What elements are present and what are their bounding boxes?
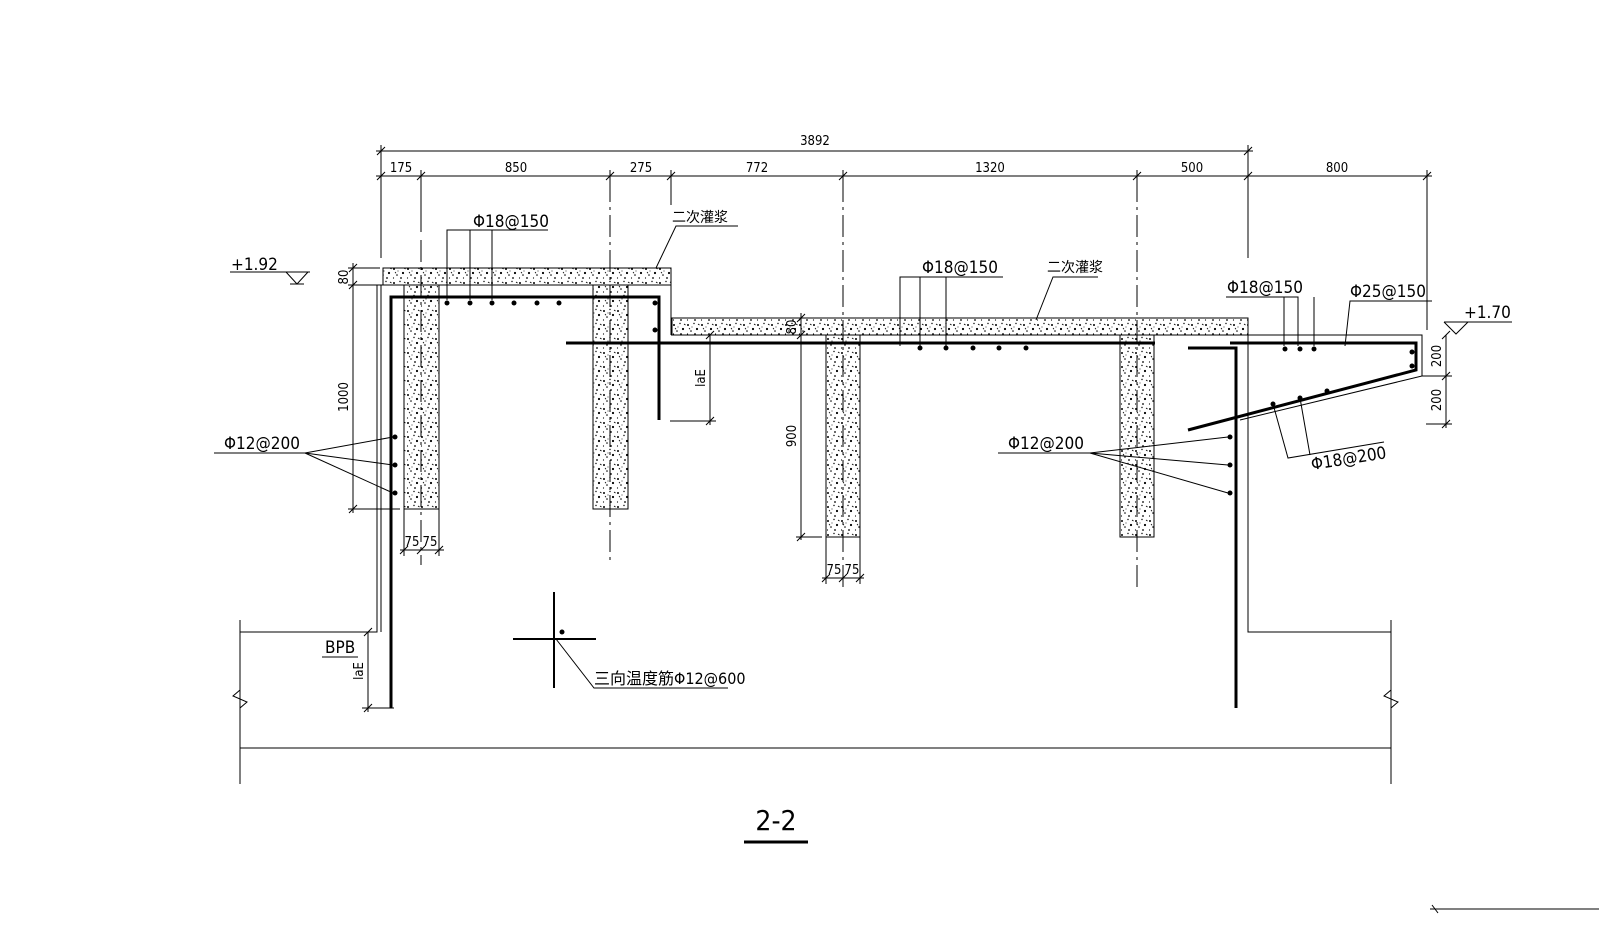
dim-pile-left-2: 75 [423,535,438,550]
rebar-label-top-right: Φ18@150 [1227,278,1303,298]
elevation-left: +1.92 [231,255,278,275]
dimension-lines-top [376,145,1432,330]
dimension-lines-vertical [348,263,1452,713]
leader-lines [214,225,1432,689]
dim-segment-1: 175 [390,161,412,176]
rebar-label-side-left: Φ12@200 [224,434,300,454]
dim-pile-mid-2: 75 [845,563,860,578]
section-title: 2-2 [744,804,808,844]
center-lines [420,180,1138,590]
dim-left-height: 1000 [337,382,352,412]
rebar-label-slope: Φ18@200 [1310,443,1388,475]
rebars [380,285,1418,708]
dim-left-thickness: 80 [337,270,352,285]
dim-segment-5: 1320 [975,161,1005,176]
dim-mid-thickness: 80 [785,320,800,335]
dim-pile-left-1: 75 [405,535,420,550]
dim-mid-height: 900 [785,425,800,447]
outline-lines [232,268,1599,914]
lae-mid-label: laE [694,369,709,387]
rebar-label-top-mid: Φ18@150 [922,258,998,278]
elevation-right: +1.70 [1464,303,1511,323]
pile-width-dims [399,509,865,584]
section-title-text: 2-2 [755,804,796,837]
dim-segment-4: 772 [746,161,768,176]
rebar-label-side-right: Φ12@200 [1008,434,1084,454]
bpb-label: BPB [325,638,355,658]
dim-segment-7: 800 [1326,161,1348,176]
dim-right-b: 200 [1430,389,1445,411]
rebar-dots [392,300,1415,635]
dim-segment-3: 275 [630,161,652,176]
grout-label-left: 二次灌浆 [672,210,728,226]
dim-overall: 3892 [800,134,830,149]
rebar-label-top-left: Φ18@150 [473,212,549,232]
temp-steel-label: 三向温度筋Φ12@600 [594,669,746,688]
dim-segment-2: 850 [505,161,527,176]
lae-left-label: laE [352,662,367,680]
dim-pile-mid-1: 75 [827,563,842,578]
rebar-label-25: Φ25@150 [1350,282,1426,302]
elevation-markers [230,271,1512,335]
dim-segment-6: 500 [1181,161,1203,176]
grout-label-mid: 二次灌浆 [1047,260,1103,276]
concrete-members [382,267,1249,538]
dimension-text: 3892 175 850 275 772 1320 500 800 80 100… [337,134,1445,680]
dim-right-a: 200 [1430,345,1445,367]
